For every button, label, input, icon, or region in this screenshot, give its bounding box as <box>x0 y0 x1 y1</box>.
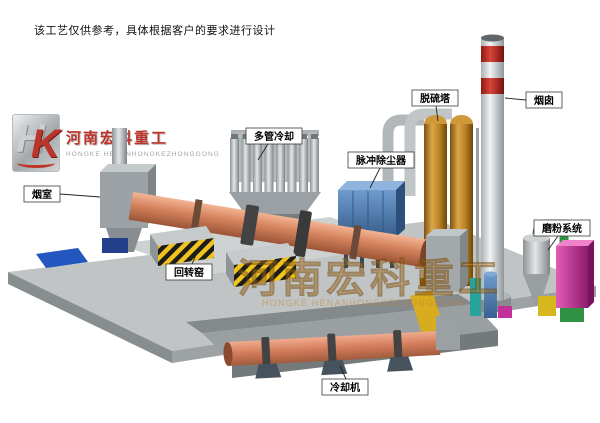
svg-text:脱硫塔: 脱硫塔 <box>420 92 451 105</box>
watermark-cn-text: 河南宏科重工 <box>238 257 502 301</box>
kiln-hood <box>426 229 468 292</box>
kiln-drive-unit <box>102 238 128 253</box>
rotary-kiln <box>128 191 430 268</box>
grinding-system <box>523 219 594 322</box>
logo-hk-emblem: H K <box>12 114 60 172</box>
discharge-equipment <box>470 271 512 318</box>
kiln-support-piers <box>150 226 296 287</box>
watermark: 河南宏科重工 HONGKE HENANHONGKEZHONGGONG <box>238 257 502 308</box>
label-pulse-dust-collector: 脉冲除尘器 <box>347 151 415 189</box>
disclaimer-text: 该工艺仅供参考，具体根据客户的要求进行设计 <box>34 25 276 37</box>
watermark-en-text: HONGKE HENANHONGKEZHONGGONG <box>262 298 466 308</box>
svg-text:回转窑: 回转窑 <box>174 266 204 279</box>
labels-layer: 烟室 回转窑 多管冷却 脉冲除尘器 脱硫塔 <box>23 89 591 396</box>
svg-text:烟室: 烟室 <box>32 188 52 201</box>
svg-text:多管冷却: 多管冷却 <box>254 130 294 143</box>
logo-letter-h: H <box>16 117 45 161</box>
cooler-inlet-hood <box>436 316 460 350</box>
svg-text:烟囱: 烟囱 <box>534 94 554 107</box>
transfer-chute <box>410 290 444 334</box>
svg-text:脉冲除尘器: 脉冲除尘器 <box>355 154 407 167</box>
label-rotary-kiln: 回转窑 <box>165 245 213 281</box>
label-grinding-system: 磨粉系统 <box>533 219 591 251</box>
label-cooling-machine: 冷却机 <box>321 365 369 396</box>
logo-swoosh-icon <box>17 158 55 168</box>
label-multi-tube-cooler: 多管冷却 <box>245 127 303 161</box>
chimney-ladder <box>476 128 479 300</box>
label-desulfurization-tower: 脱硫塔 <box>411 89 459 122</box>
svg-text:冷却机: 冷却机 <box>330 381 360 394</box>
svg-text:磨粉系统: 磨粉系统 <box>541 222 582 235</box>
smoke-chamber <box>100 128 156 252</box>
water-basin <box>36 248 88 268</box>
label-smoke-chamber: 烟室 <box>23 185 101 203</box>
logo-company-name-en: HONGKE HENANHONGKEZHONGGONG <box>66 151 220 158</box>
label-chimney: 烟囱 <box>504 91 563 109</box>
cooling-machine <box>223 330 441 379</box>
